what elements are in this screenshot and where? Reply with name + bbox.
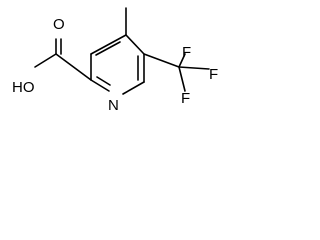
fluorine-top-label: F xyxy=(182,44,191,61)
cf3-bond-bottom-f xyxy=(178,66,186,92)
chemical-structure: O HO N F F F xyxy=(12,7,218,114)
ring-bond-c4-c3 xyxy=(90,34,127,55)
ring-bond-c2-n xyxy=(90,79,110,92)
acid-bond-ring-carbon xyxy=(55,53,92,81)
cf3-bond-right-f xyxy=(178,66,210,70)
ring-bond-c4-c3-inner xyxy=(95,41,121,56)
ring-bond-n-c6 xyxy=(122,81,145,95)
fluorine-right-label: F xyxy=(209,66,218,83)
hydroxyl-label: HO xyxy=(12,79,35,96)
ring-bond-c2-n-inner xyxy=(96,76,111,86)
acid-oh-bond xyxy=(34,53,57,68)
ring-bond-c5-c4 xyxy=(125,34,145,55)
fluorine-bottom-label: F xyxy=(181,90,190,107)
bond-lines xyxy=(34,7,210,95)
cf3-bond-top-f xyxy=(178,53,186,68)
nitrogen-label: N xyxy=(108,97,119,114)
oxygen-label: O xyxy=(53,16,65,33)
atom-labels: O HO N F F F xyxy=(12,16,218,114)
cf3-bond-ring xyxy=(143,53,180,68)
